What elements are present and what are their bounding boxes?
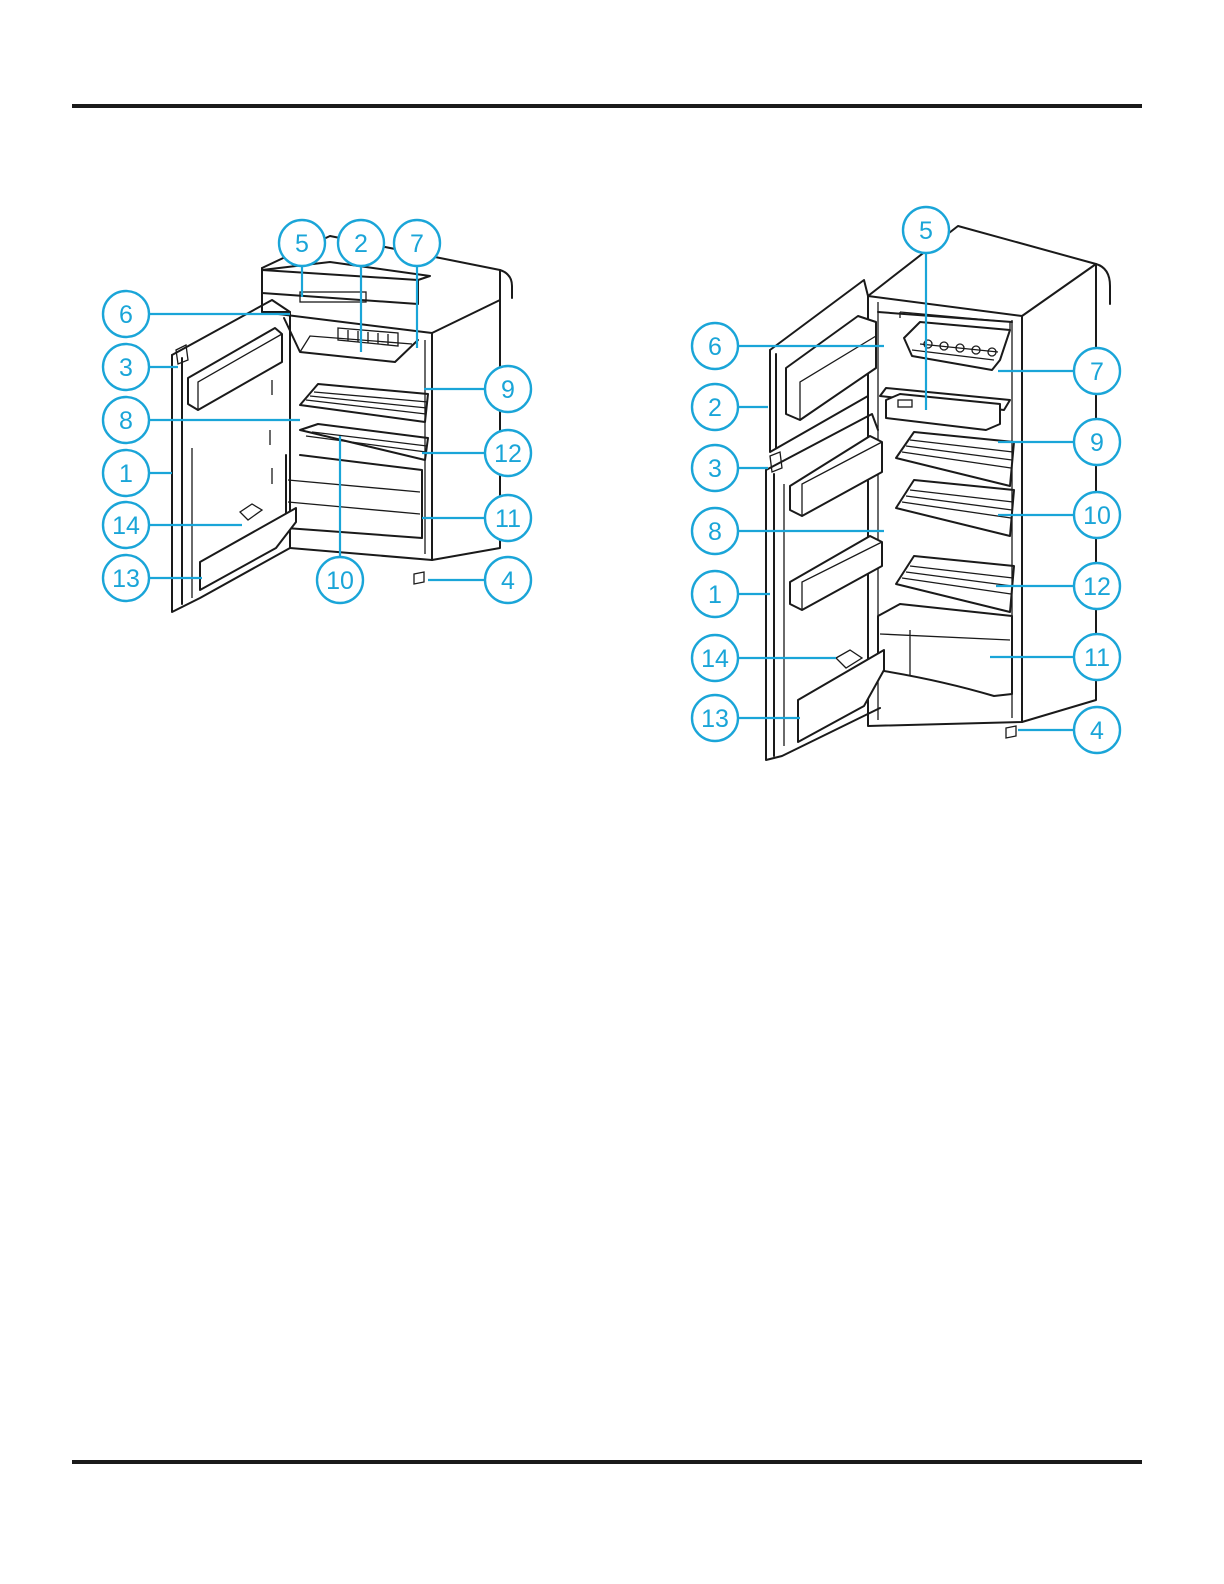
callout: 1 (692, 571, 770, 617)
callout: 4 (428, 557, 531, 603)
callout-number: 1 (119, 460, 133, 488)
callout-number: 11 (1084, 644, 1110, 672)
callout-number: 3 (708, 455, 722, 483)
callout-number: 6 (708, 333, 722, 361)
callout: 2 (692, 384, 768, 430)
callout-number: 4 (501, 567, 515, 595)
callout: 4 (1018, 707, 1120, 753)
single-door-line-art (172, 236, 512, 612)
callout-number: 10 (1083, 502, 1111, 530)
bottom-page-rule (72, 1460, 1142, 1464)
callout-number: 9 (501, 376, 515, 404)
callout: 7 (998, 348, 1120, 394)
callout-number: 7 (410, 230, 424, 258)
callout-number: 1 (708, 581, 722, 609)
callout: 14 (692, 635, 836, 681)
callout-number: 13 (112, 565, 140, 593)
callout-number: 2 (354, 230, 368, 258)
callout: 5 (279, 220, 325, 297)
callout-number: 13 (701, 705, 729, 733)
callout-number: 6 (119, 301, 133, 329)
two-door-line-art (766, 226, 1110, 760)
callout: 11 (422, 495, 531, 541)
callout-number: 3 (119, 354, 133, 382)
callout-number: 7 (1090, 358, 1104, 386)
callout: 9 (424, 366, 531, 412)
callout-number: 8 (708, 518, 722, 546)
callout-number: 5 (919, 217, 933, 245)
callout: 5 (903, 207, 949, 410)
callout-number: 2 (708, 394, 722, 422)
callout: 3 (103, 344, 178, 390)
callout-number: 12 (1083, 573, 1111, 601)
callout: 1 (103, 450, 172, 496)
callout-number: 12 (494, 440, 522, 468)
callout: 10 (998, 492, 1120, 538)
callout-number: 14 (701, 645, 729, 673)
callout: 9 (998, 419, 1120, 465)
callout-number: 9 (1090, 429, 1104, 457)
callout-number: 14 (112, 512, 140, 540)
callout-number: 8 (119, 407, 133, 435)
callout-number: 11 (495, 505, 521, 533)
callout: 13 (103, 555, 202, 601)
callout-number: 5 (295, 230, 309, 258)
callout: 12 (422, 430, 531, 476)
callout: 2 (338, 220, 384, 352)
callout: 3 (692, 445, 768, 491)
callout-number: 10 (326, 567, 354, 595)
callout-number: 4 (1090, 717, 1104, 745)
